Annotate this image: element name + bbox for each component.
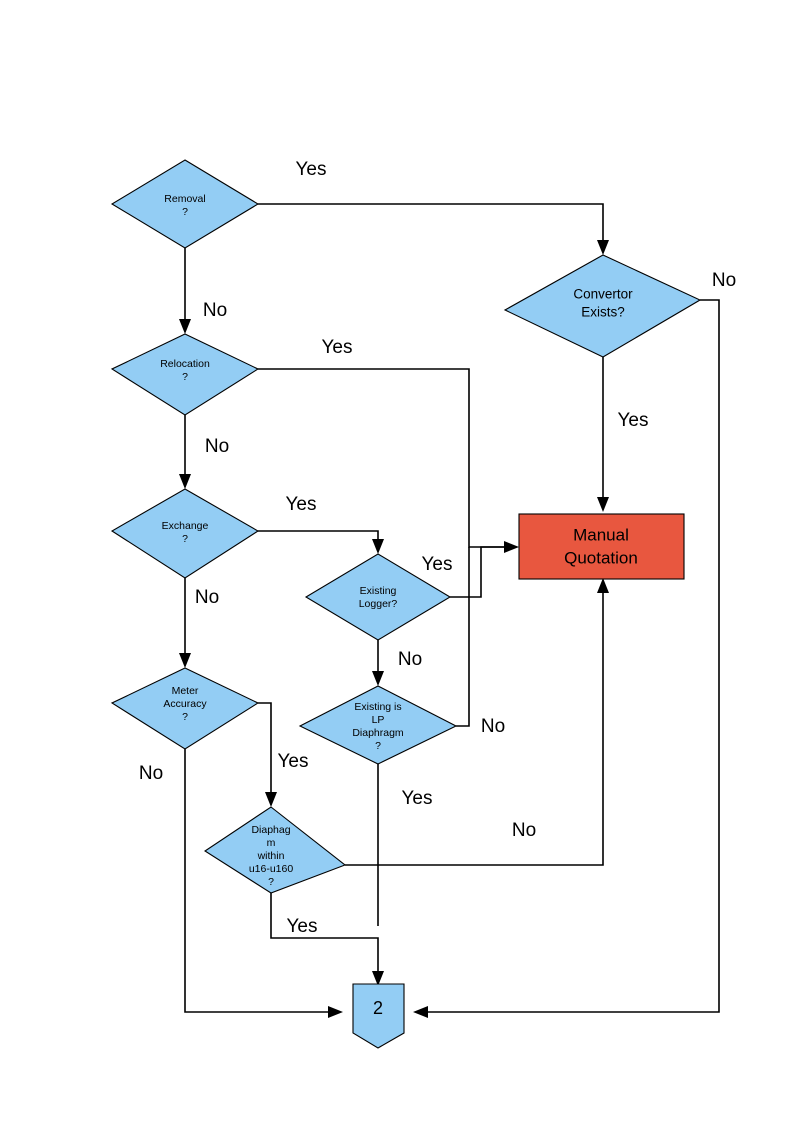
arrow-existing-lp-yes [372,971,384,986]
meter-accuracy-label-line3: ? [182,711,188,723]
edge-meter-accuracy-yes [258,702,272,795]
existing-logger-label-line2: Logger? [359,598,398,610]
existing-lp-diaphragm-diamond[interactable] [298,685,458,765]
manual-quotation-label-line1: Manual [573,525,629,544]
arrow-relocation-no [179,474,191,489]
diaphragm-range-label-line2: m [267,837,276,849]
manual-quotation-box[interactable] [518,513,685,580]
diaphragm-range-label-line4: u16-u160 [249,863,294,875]
edges-layer [179,203,720,1018]
arrow-exchange-no [179,653,191,668]
edge-existing-logger-yes [450,546,507,598]
existing-logger-diamond[interactable] [304,553,452,641]
meter-accuracy-label-line2: Accuracy [163,698,207,710]
existing-lp-label-line2: LP [372,714,385,726]
arrow-existing-logger-no [372,671,384,686]
edge-label-existing-lp-no: No [481,716,505,737]
relocation-label-line1: Relocation [160,358,210,370]
convertor-exists-label-line1: Convertor [573,287,633,302]
edge-label-meter-accuracy-yes: Yes [278,751,309,772]
edge-label-existing-lp-yes: Yes [402,788,433,809]
node-meter-accuracy[interactable]: Meter Accuracy ? [110,667,260,750]
node-existing-logger[interactable]: Existing Logger? [304,553,452,641]
node-convertor-exists[interactable]: Convertor Exists? [503,254,702,358]
removal-diamond[interactable] [110,159,260,249]
node-relocation[interactable]: Relocation ? [110,333,260,416]
diaphragm-range-label-line5: ? [268,876,274,888]
edge-meter-accuracy-no [184,749,331,1013]
arrow-convertor-no [413,1006,428,1018]
arrow-removal-no [179,319,191,334]
edge-removal-yes [258,203,604,243]
convertor-exists-diamond[interactable] [503,254,702,358]
edge-label-diaphragm-yes: Yes [287,916,318,937]
node-exchange[interactable]: Exchange ? [110,488,260,579]
convertor-exists-label-line2: Exists? [581,305,625,320]
edge-label-meter-accuracy-no: No [139,763,163,784]
node-offpage-connector-2[interactable]: 2 [352,983,405,1049]
arrow-meter-accuracy-no [328,1006,343,1018]
diaphragm-range-diamond[interactable] [203,806,347,894]
edge-diaphragm-no [345,590,604,866]
edge-diaphragm-yes [270,893,379,974]
relocation-diamond[interactable] [110,333,260,416]
edge-label-diaphragm-no: No [512,820,536,841]
removal-label-line2: ? [182,206,188,218]
edge-label-existing-logger-no: No [398,649,422,670]
node-existing-lp-diaphragm[interactable]: Existing is LP Diaphragm ? [298,685,458,765]
edge-existing-lp-no [456,547,470,727]
edge-label-exchange-yes: Yes [286,494,317,515]
edge-label-convertor-yes: Yes [618,410,649,431]
existing-lp-label-line4: ? [375,740,381,752]
edge-label-exchange-no: No [195,587,219,608]
existing-logger-label-line1: Existing [360,585,397,597]
edge-label-removal-no: No [203,300,227,321]
offpage-connector-label: 2 [373,998,383,1018]
edge-convertor-no [425,299,720,1013]
node-manual-quotation[interactable]: Manual Quotation [518,513,685,580]
arrow-meter-accuracy-yes [265,792,277,807]
manual-quotation-label-line2: Quotation [564,548,638,567]
node-diaphragm-range[interactable]: Diaphag m within u16-u160 ? [203,806,347,894]
edge-label-relocation-yes: Yes [322,337,353,358]
arrow-convertor-yes [597,497,609,512]
edge-label-removal-yes: Yes [296,159,327,180]
meter-accuracy-diamond[interactable] [110,667,260,750]
removal-label-line1: Removal [164,193,205,205]
existing-lp-label-line3: Diaphragm [352,727,404,739]
exchange-diamond[interactable] [110,488,260,579]
exchange-label-line1: Exchange [162,520,209,532]
arrow-removal-yes [597,240,609,255]
arrow-exchange-yes [372,539,384,554]
edge-label-existing-logger-yes: Yes [422,554,453,575]
exchange-label-line2: ? [182,533,188,545]
diaphragm-range-label-line3: within [257,850,285,862]
relocation-label-line2: ? [182,371,188,383]
node-removal[interactable]: Removal ? [110,159,260,249]
offpage-connector-shield[interactable] [352,983,405,1049]
edge-labels-layer: Yes No Yes No Yes No Yes No No Yes Yes N… [139,159,736,937]
edge-exchange-yes [258,530,379,542]
diaphragm-range-label-line1: Diaphag [251,824,290,836]
edge-label-relocation-no: No [205,436,229,457]
arrow-relocation-yes [504,541,519,553]
nodes-layer: Removal ? Relocation ? Exchange ? Meter … [110,159,702,1049]
arrow-diaphragm-no [597,578,609,593]
edge-label-convertor-no: No [712,270,736,291]
meter-accuracy-label-line1: Meter [172,685,199,697]
existing-lp-label-line1: Existing is [354,701,401,713]
